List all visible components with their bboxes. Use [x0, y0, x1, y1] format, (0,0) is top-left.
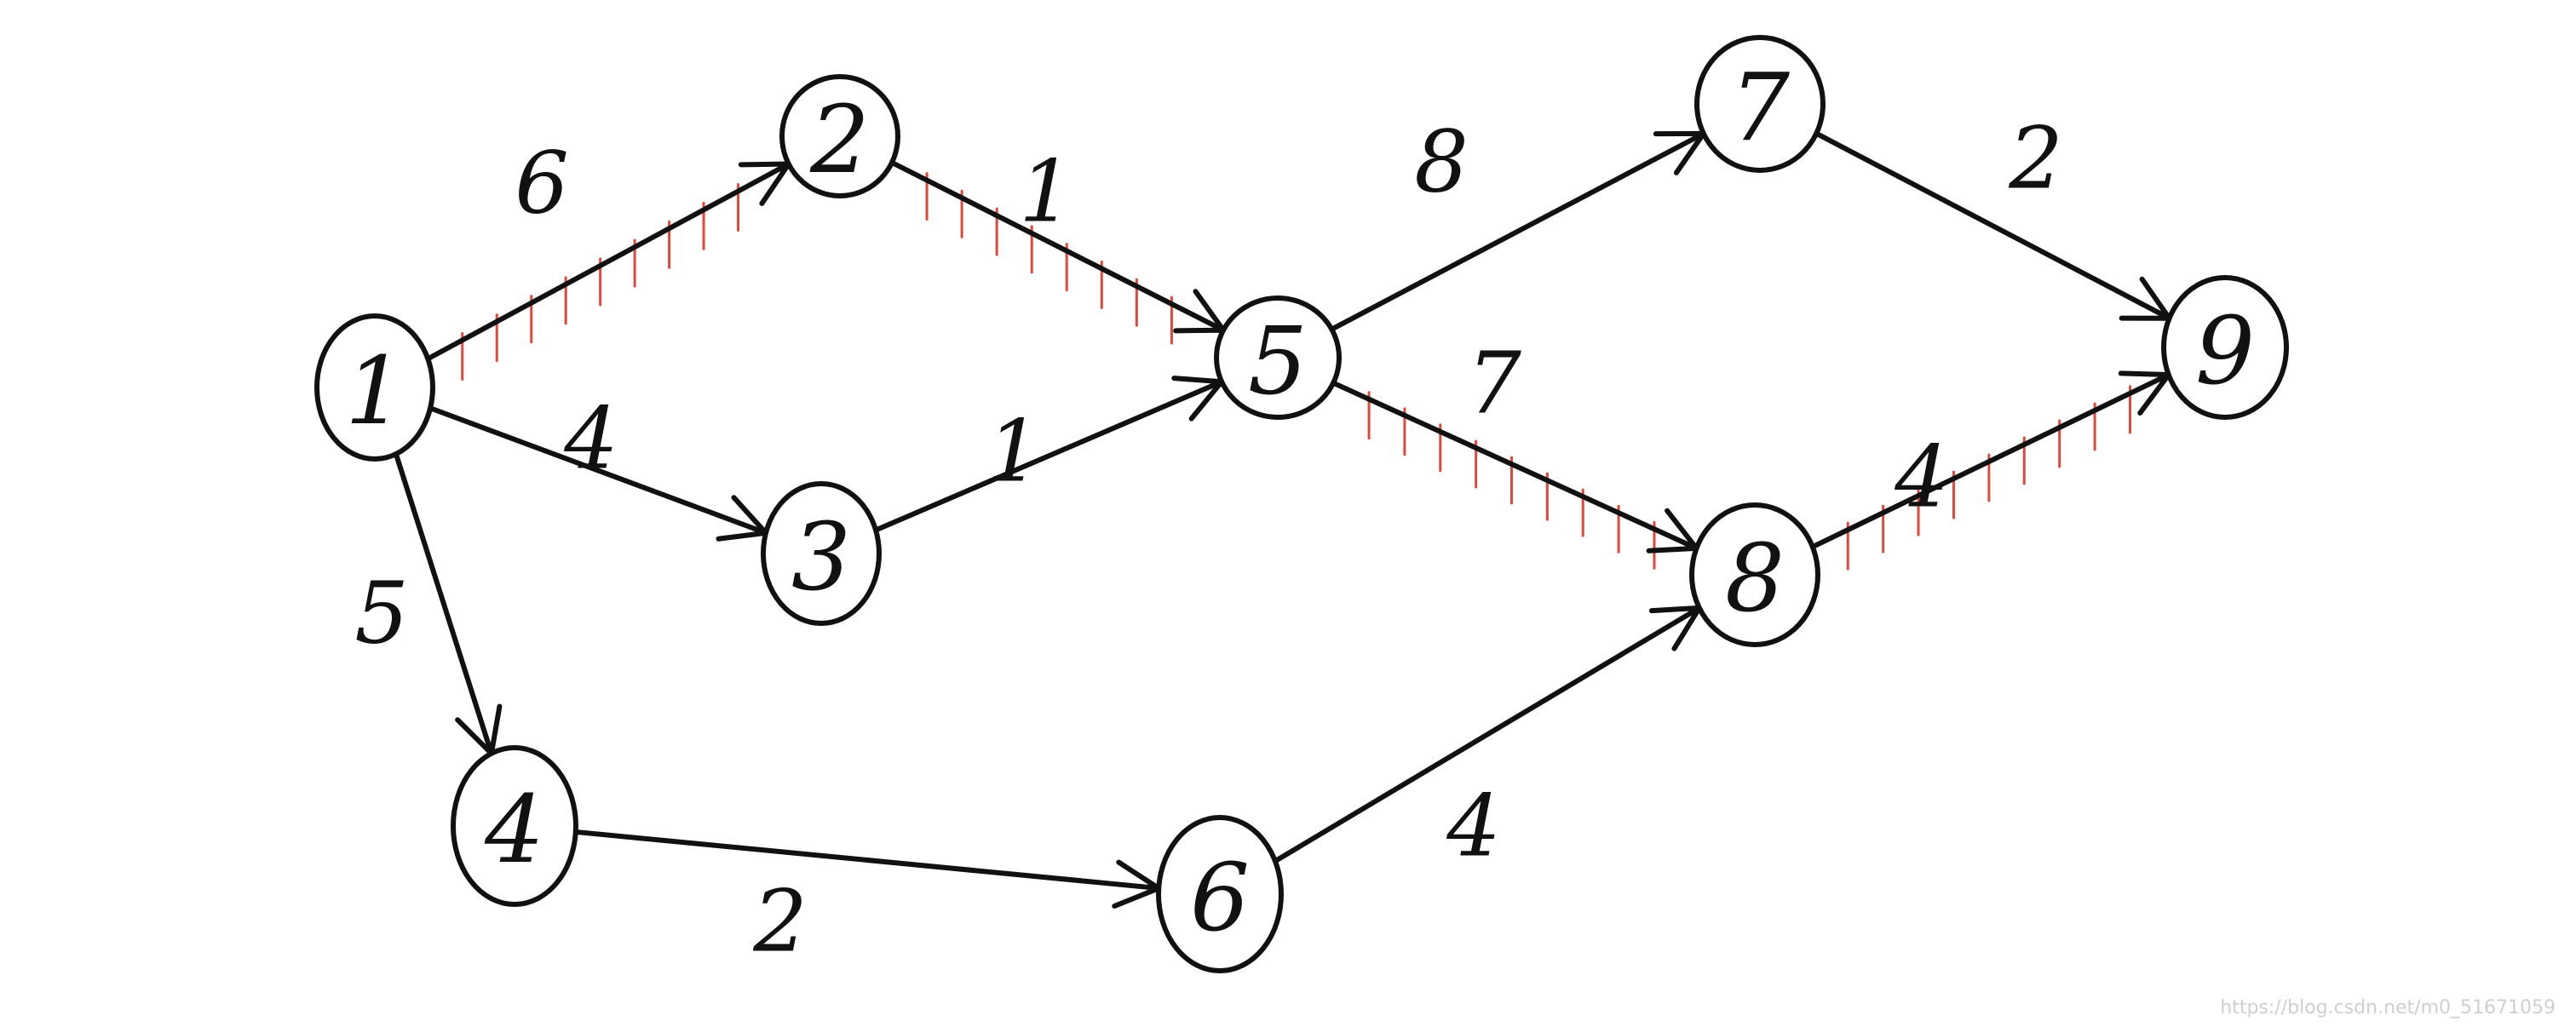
edge-line-3-5 — [873, 379, 1225, 533]
node-4: 4 — [451, 745, 578, 907]
edge-weight-2-5: 1 — [1019, 142, 1073, 242]
node-label-7: 7 — [1730, 53, 1790, 162]
edge-line-8-9 — [1809, 372, 2171, 550]
edge-3-5: 1 — [873, 376, 1225, 533]
edge-weight-1-3: 4 — [563, 389, 618, 489]
node-circle-9 — [2161, 275, 2289, 420]
edge-weight-7-9: 2 — [2008, 109, 2063, 209]
edge-weight-1-4: 5 — [354, 564, 409, 663]
edge-6-8: 4 — [1272, 605, 1702, 876]
edge-weight-3-5: 1 — [986, 402, 1041, 502]
edge-weight-8-9: 4 — [1894, 427, 1949, 527]
edge-line-1-3 — [428, 405, 769, 536]
watermark-text: https://blog.csdn.net/m0_51671059 — [2220, 997, 2556, 1018]
edge-2-5: 1 — [889, 142, 1227, 345]
node-label-2: 2 — [809, 85, 870, 194]
node-5: 5 — [1214, 295, 1342, 420]
node-circle-6 — [1156, 815, 1284, 973]
node-label-3: 3 — [791, 502, 851, 611]
edge-5-7: 8 — [1329, 112, 1706, 332]
node-label-1: 1 — [345, 336, 405, 445]
node-9: 9 — [2161, 275, 2289, 420]
node-circle-2 — [779, 74, 900, 198]
node-label-5: 5 — [1248, 307, 1308, 416]
node-label-9: 9 — [2195, 296, 2255, 405]
edge-line-5-8 — [1331, 380, 1699, 551]
edge-5-8: 7 — [1331, 334, 1699, 570]
edge-7-9: 2 — [1814, 109, 2172, 321]
edge-1-2: 6 — [425, 134, 791, 381]
edge-line-1-4 — [393, 451, 494, 756]
edge-weight-4-6: 2 — [752, 872, 808, 972]
edge-weight-5-7: 8 — [1414, 112, 1469, 212]
edge-8-9: 4 — [1809, 370, 2171, 571]
edges-layer: 6 4 5 1 1 2 8 7 4 2 4 — [354, 109, 2172, 972]
edge-1-3: 4 — [428, 389, 769, 542]
node-label-4: 4 — [484, 775, 544, 884]
node-2: 2 — [779, 74, 900, 198]
node-label-8: 8 — [1725, 524, 1785, 633]
node-3: 3 — [761, 481, 882, 626]
node-circle-7 — [1694, 35, 1826, 173]
node-1: 1 — [314, 313, 435, 462]
edge-4-6: 2 — [572, 829, 1162, 972]
edge-line-1-2 — [425, 161, 791, 362]
node-label-6: 6 — [1190, 843, 1250, 952]
edge-line-7-9 — [1814, 130, 2172, 321]
edge-weight-1-2: 6 — [515, 134, 569, 233]
node-7: 7 — [1694, 35, 1826, 173]
edge-weight-6-8: 4 — [1446, 777, 1501, 876]
edge-line-2-5 — [889, 159, 1227, 333]
node-circle-3 — [761, 481, 882, 626]
edge-line-6-8 — [1272, 605, 1702, 864]
node-circle-5 — [1214, 295, 1342, 420]
node-circle-8 — [1689, 502, 1820, 647]
node-circle-1 — [314, 313, 435, 462]
node-6: 6 — [1156, 815, 1284, 973]
edge-weight-5-8: 7 — [1467, 334, 1521, 433]
edge-1-4: 5 — [354, 451, 503, 756]
node-circle-4 — [451, 745, 578, 907]
edge-line-5-7 — [1329, 130, 1706, 332]
edge-line-4-6 — [572, 829, 1162, 892]
nodes-layer: 1 2 3 4 5 6 7 8 9 — [314, 35, 2289, 973]
node-8: 8 — [1689, 502, 1820, 647]
